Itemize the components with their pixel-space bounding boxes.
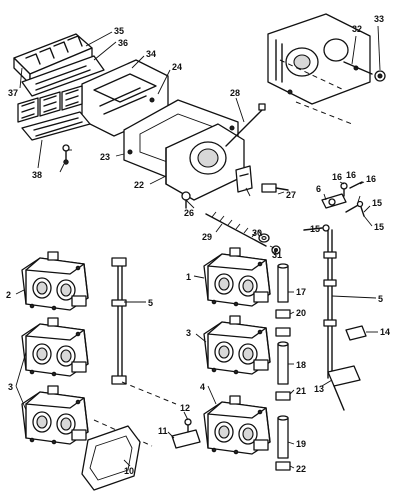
- callout-16-lower: 22: [296, 464, 306, 474]
- callout-15-middle: 18: [296, 360, 306, 370]
- callout-19: 10: [124, 466, 134, 476]
- callout-17: 11: [158, 426, 168, 436]
- mounting-bracket: [235, 165, 253, 193]
- tee-fittings: [275, 309, 291, 471]
- fuel-hose-upper: [277, 263, 289, 303]
- callout-22-upper: 24: [172, 62, 182, 72]
- carburetor-left-middle: [21, 317, 89, 377]
- callout-9: 15: [310, 224, 320, 234]
- reed-block-cover: [21, 55, 105, 97]
- link-rod-right: [323, 229, 337, 379]
- fitting-23: [261, 183, 289, 193]
- callout-32: 35: [114, 26, 124, 36]
- callout-35: 38: [32, 170, 42, 180]
- carburetor-center-top: [203, 247, 271, 307]
- callout-20: 22: [134, 180, 144, 190]
- callout-18: 12: [180, 403, 190, 413]
- callout-12: 16: [366, 174, 376, 184]
- callout-5-right: 5: [378, 294, 383, 304]
- adapter-housing: [165, 123, 245, 201]
- leader-lines: [15, 25, 381, 469]
- carburetor-left-top: [21, 251, 89, 311]
- screw-13: [340, 182, 348, 197]
- callout-26: 29: [202, 232, 212, 242]
- throttle-arm-7: [327, 365, 361, 411]
- callout-29: 32: [352, 24, 362, 34]
- stud-26: [205, 211, 267, 247]
- screw-22-lower: [181, 191, 191, 209]
- callout-1: 1: [186, 272, 191, 282]
- fuel-hose-middle: [277, 341, 289, 385]
- alignment-line-top: [279, 59, 353, 125]
- callout-11: 15: [374, 222, 384, 232]
- callout-5-left: 5: [148, 298, 153, 308]
- carburetor-center-bottom: [203, 395, 271, 455]
- callout-34: 37: [8, 88, 18, 98]
- link-10-11: [345, 200, 365, 217]
- callout-3-left: 3: [8, 382, 13, 392]
- pin-12: [349, 181, 363, 189]
- callout-4: 4: [200, 382, 205, 392]
- carburetor-center-middle: [203, 315, 271, 375]
- callout-8: 14: [380, 327, 390, 337]
- callout-16-upper: 20: [296, 308, 306, 318]
- callout-2: 2: [6, 290, 11, 300]
- gasket-19: [81, 425, 141, 491]
- clip-8: [345, 325, 367, 341]
- callout-24: 28: [230, 88, 240, 98]
- callout-33: 36: [118, 38, 128, 48]
- fuel-hose-lower: [277, 415, 289, 459]
- callout-7: 13: [314, 384, 324, 394]
- small-screw-and-washer: [62, 144, 70, 165]
- callout-6: 6: [316, 184, 321, 194]
- bracket-17-18: [171, 418, 201, 449]
- callout-22-lower: 26: [184, 208, 194, 218]
- long-bolt-24: [225, 103, 266, 147]
- callout-21: 23: [100, 152, 110, 162]
- callout-13: 16: [346, 170, 356, 180]
- callout-15-lower: 19: [296, 439, 306, 449]
- throttle-body-assembly: [267, 13, 371, 105]
- carburetor-left-bottom: [21, 385, 89, 445]
- callout-28: 31: [272, 250, 282, 260]
- callout-23: 27: [286, 190, 296, 200]
- reed-stop: [21, 111, 91, 141]
- nut-30: [374, 70, 386, 82]
- ball-joint-9: [303, 224, 330, 232]
- callout-27: 30: [252, 228, 262, 238]
- callout-3-center: 3: [186, 328, 191, 338]
- bellcrank-lever: [321, 193, 347, 209]
- callout-15-upper: 17: [296, 287, 306, 297]
- callout-14: 16: [332, 172, 342, 182]
- callout-31: 34: [146, 49, 156, 59]
- callout-16-middle: 21: [296, 386, 306, 396]
- callout-10: 15: [372, 198, 382, 208]
- rod-29: [343, 61, 373, 75]
- callout-labels: 35 36 34 24 37 38 23 22 26 28 27 29 30 3…: [6, 14, 390, 476]
- callout-30: 33: [374, 14, 384, 24]
- link-rod-left: [111, 257, 127, 385]
